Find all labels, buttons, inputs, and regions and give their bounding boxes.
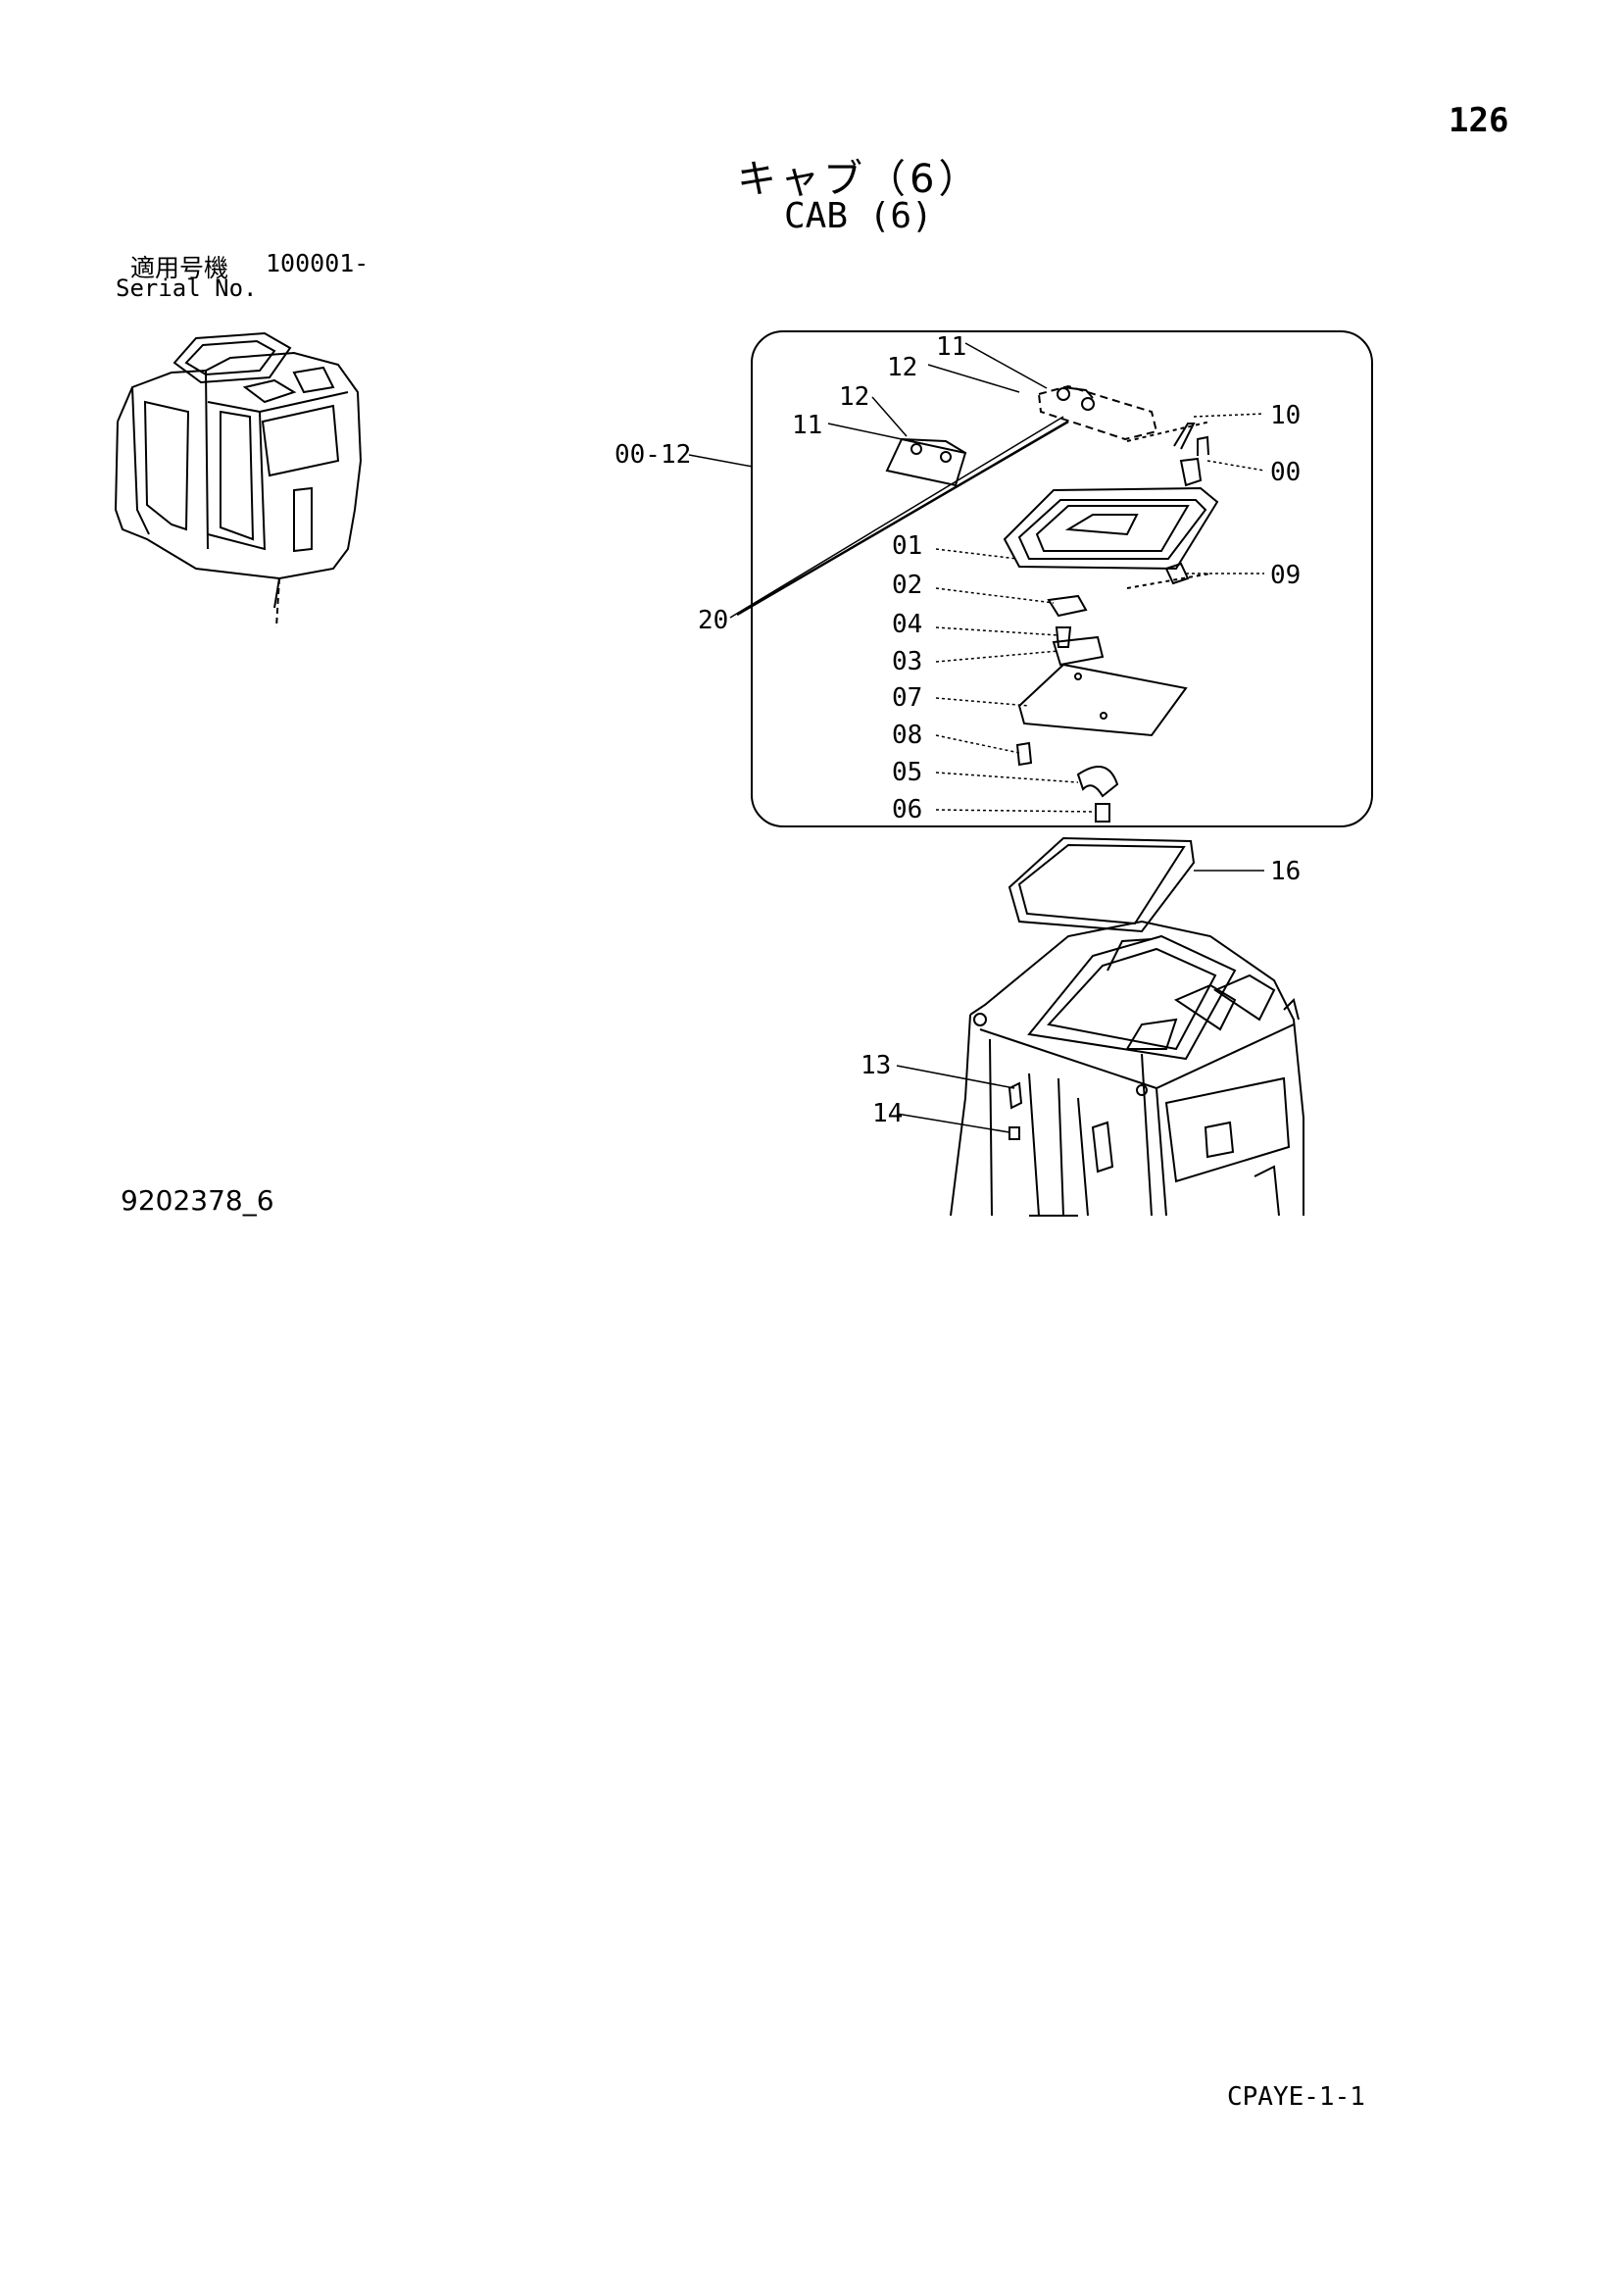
- callout-10: 10: [1270, 401, 1301, 430]
- callout-00: 00: [1270, 458, 1301, 487]
- page-number: 126: [1449, 101, 1509, 140]
- callout-04: 04: [892, 610, 922, 639]
- callout-09: 09: [1270, 561, 1301, 590]
- callout-03: 03: [892, 647, 922, 676]
- serial-label-japanese: 適用号機: [130, 254, 229, 282]
- callout-14: 14: [872, 1099, 903, 1128]
- callout-08: 08: [892, 721, 922, 750]
- cab-main-illustration: [950, 920, 1304, 1217]
- callout-16: 16: [1270, 857, 1301, 886]
- callout-01: 01: [892, 531, 922, 561]
- cab-thumbnail: [114, 331, 363, 628]
- callout-12-left: 12: [839, 382, 869, 412]
- callout-05: 05: [892, 758, 922, 787]
- callout-02: 02: [892, 571, 922, 600]
- roof-window-frame: [1003, 486, 1219, 571]
- callout-06: 06: [892, 795, 922, 824]
- callout-07: 07: [892, 683, 922, 713]
- footer-code: CPAYE-1-1: [1227, 2082, 1365, 2112]
- callout-11-top: 11: [936, 332, 966, 362]
- serial-label-english: Serial No.: [116, 275, 258, 302]
- callout-00-12: 00-12: [615, 440, 691, 470]
- callout-11-left: 11: [792, 411, 822, 440]
- serial-number: 100001-: [266, 249, 369, 277]
- callout-13: 13: [861, 1051, 891, 1080]
- figure-id: 9202378_6: [121, 1184, 274, 1217]
- leader-lines: [688, 342, 1265, 1133]
- subassembly-frame: [751, 330, 1373, 827]
- page-title-japanese: キャブ（6）: [737, 157, 982, 202]
- page-title-english: CAB (6): [784, 196, 933, 236]
- callout-20: 20: [698, 606, 728, 635]
- callout-12-top: 12: [887, 353, 917, 382]
